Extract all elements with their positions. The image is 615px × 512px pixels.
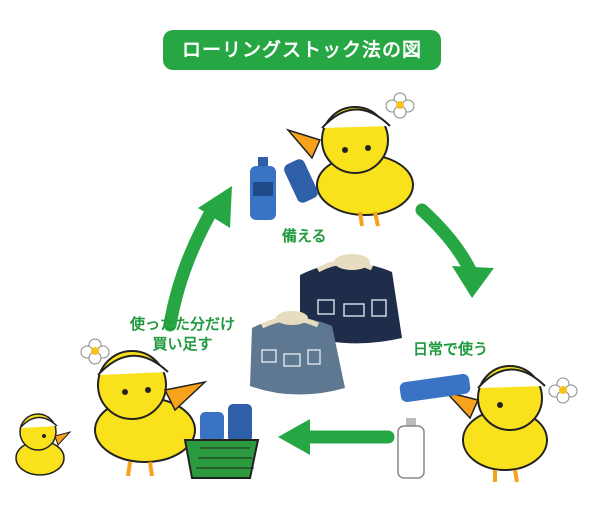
arrow-prepare-to-daily: [415, 203, 494, 298]
chick-replenish: [94, 350, 208, 477]
arrow-daily-to-replenish: [278, 419, 395, 455]
arrow-replenish-to-prepare: [163, 186, 232, 332]
step-label-daily-use: 日常で使う: [413, 340, 489, 358]
stock-bag-blue-gray: [250, 311, 345, 395]
flower-icon: [80, 338, 110, 365]
step-label-prepare: 備える: [282, 227, 327, 245]
stock-bag-navy: [300, 254, 402, 344]
chick-prepare: [284, 106, 414, 227]
water-bottle-icon: [250, 157, 276, 220]
shopping-basket-icon: [183, 404, 260, 479]
step-label-replenish-line2: 買い足す: [152, 335, 213, 353]
step-label-replenish-line1: 使ったた分だけ: [130, 315, 236, 333]
chick-daily-use: [399, 365, 548, 483]
flower-icon: [548, 377, 578, 404]
small-chick: [15, 413, 72, 476]
step-label-replenish: 使ったた分だけ 買い足す: [130, 314, 235, 354]
flower-icon: [385, 92, 415, 119]
diagram-title: ローリングストック法の図: [163, 30, 441, 70]
empty-bottle-icon: [397, 418, 425, 479]
